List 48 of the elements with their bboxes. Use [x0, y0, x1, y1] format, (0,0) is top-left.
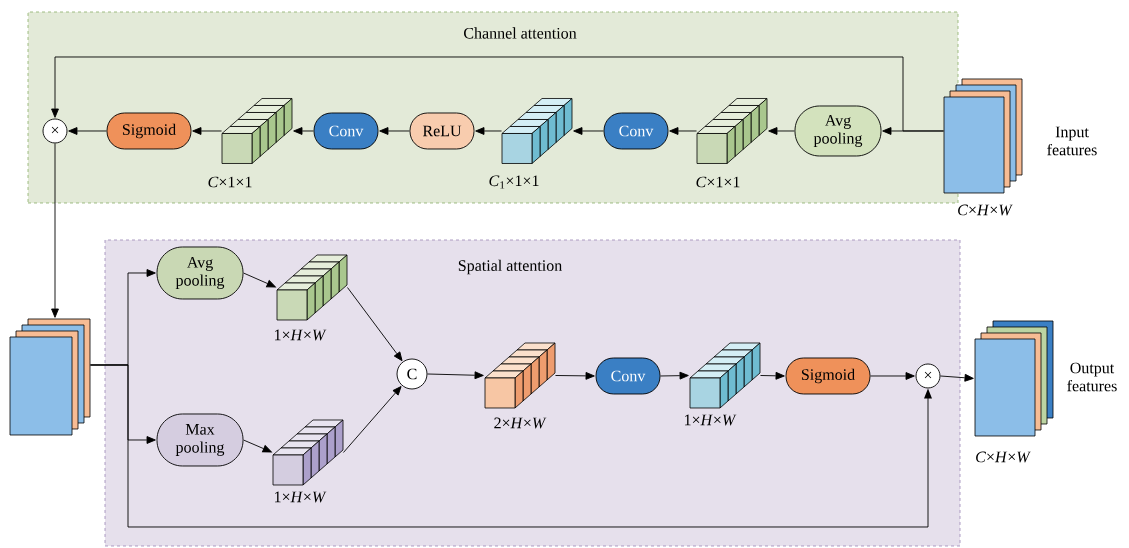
feature-map-stack	[974, 320, 1054, 437]
rounded-box: Conv	[313, 112, 379, 150]
arrow	[768, 127, 795, 135]
arrow	[475, 127, 502, 135]
rounded-box: Conv	[603, 112, 669, 150]
dimension-label: 1×H×W	[275, 329, 327, 341]
tensor-cube	[272, 419, 344, 486]
arrow	[660, 371, 689, 380]
arrow	[343, 386, 402, 453]
rounded-box: Sigmoid	[106, 112, 192, 150]
feature-map-stack	[943, 78, 1023, 194]
arrow	[555, 372, 595, 380]
arrow	[379, 127, 410, 135]
arrow	[90, 364, 932, 528]
feature-label: C×H×W	[976, 451, 1031, 463]
arrow	[940, 373, 974, 382]
arrow	[68, 127, 107, 135]
dimension-label: C×1×1	[696, 176, 740, 188]
arrow	[293, 127, 314, 135]
dimension-label: C×1×1	[208, 176, 252, 188]
arrow	[51, 56, 944, 132]
feature-label: Output features	[1067, 362, 1117, 392]
dimension-label: C$_{1}$×1×1	[489, 175, 539, 189]
arrow	[51, 143, 59, 318]
feature-label: C×H×W	[958, 204, 1013, 216]
tensor-cube	[221, 98, 293, 164]
arrow	[192, 127, 222, 135]
arrow	[427, 371, 484, 380]
arrow	[243, 272, 276, 288]
dimension-label: 1×H×W	[275, 491, 327, 503]
dimension-label: 1×H×W	[685, 414, 737, 426]
rounded-box: ReLU	[409, 112, 475, 150]
tensor-cube	[501, 98, 573, 164]
arrow	[669, 127, 697, 135]
rounded-box: Max pooling	[156, 413, 244, 467]
tensor-cube	[276, 254, 348, 321]
feature-label: Input features	[1047, 126, 1097, 156]
arrow	[760, 371, 785, 380]
arrow	[347, 287, 403, 362]
tensor-cube	[689, 342, 761, 409]
feature-map-stack	[9, 318, 91, 436]
tensor-cube	[484, 342, 556, 409]
rounded-box: Sigmoid	[785, 357, 871, 395]
tensor-cube	[696, 98, 768, 164]
arrow	[243, 439, 272, 453]
arrow	[870, 372, 915, 380]
arrow	[573, 127, 604, 135]
dimension-label: 2×H×W	[494, 417, 547, 429]
